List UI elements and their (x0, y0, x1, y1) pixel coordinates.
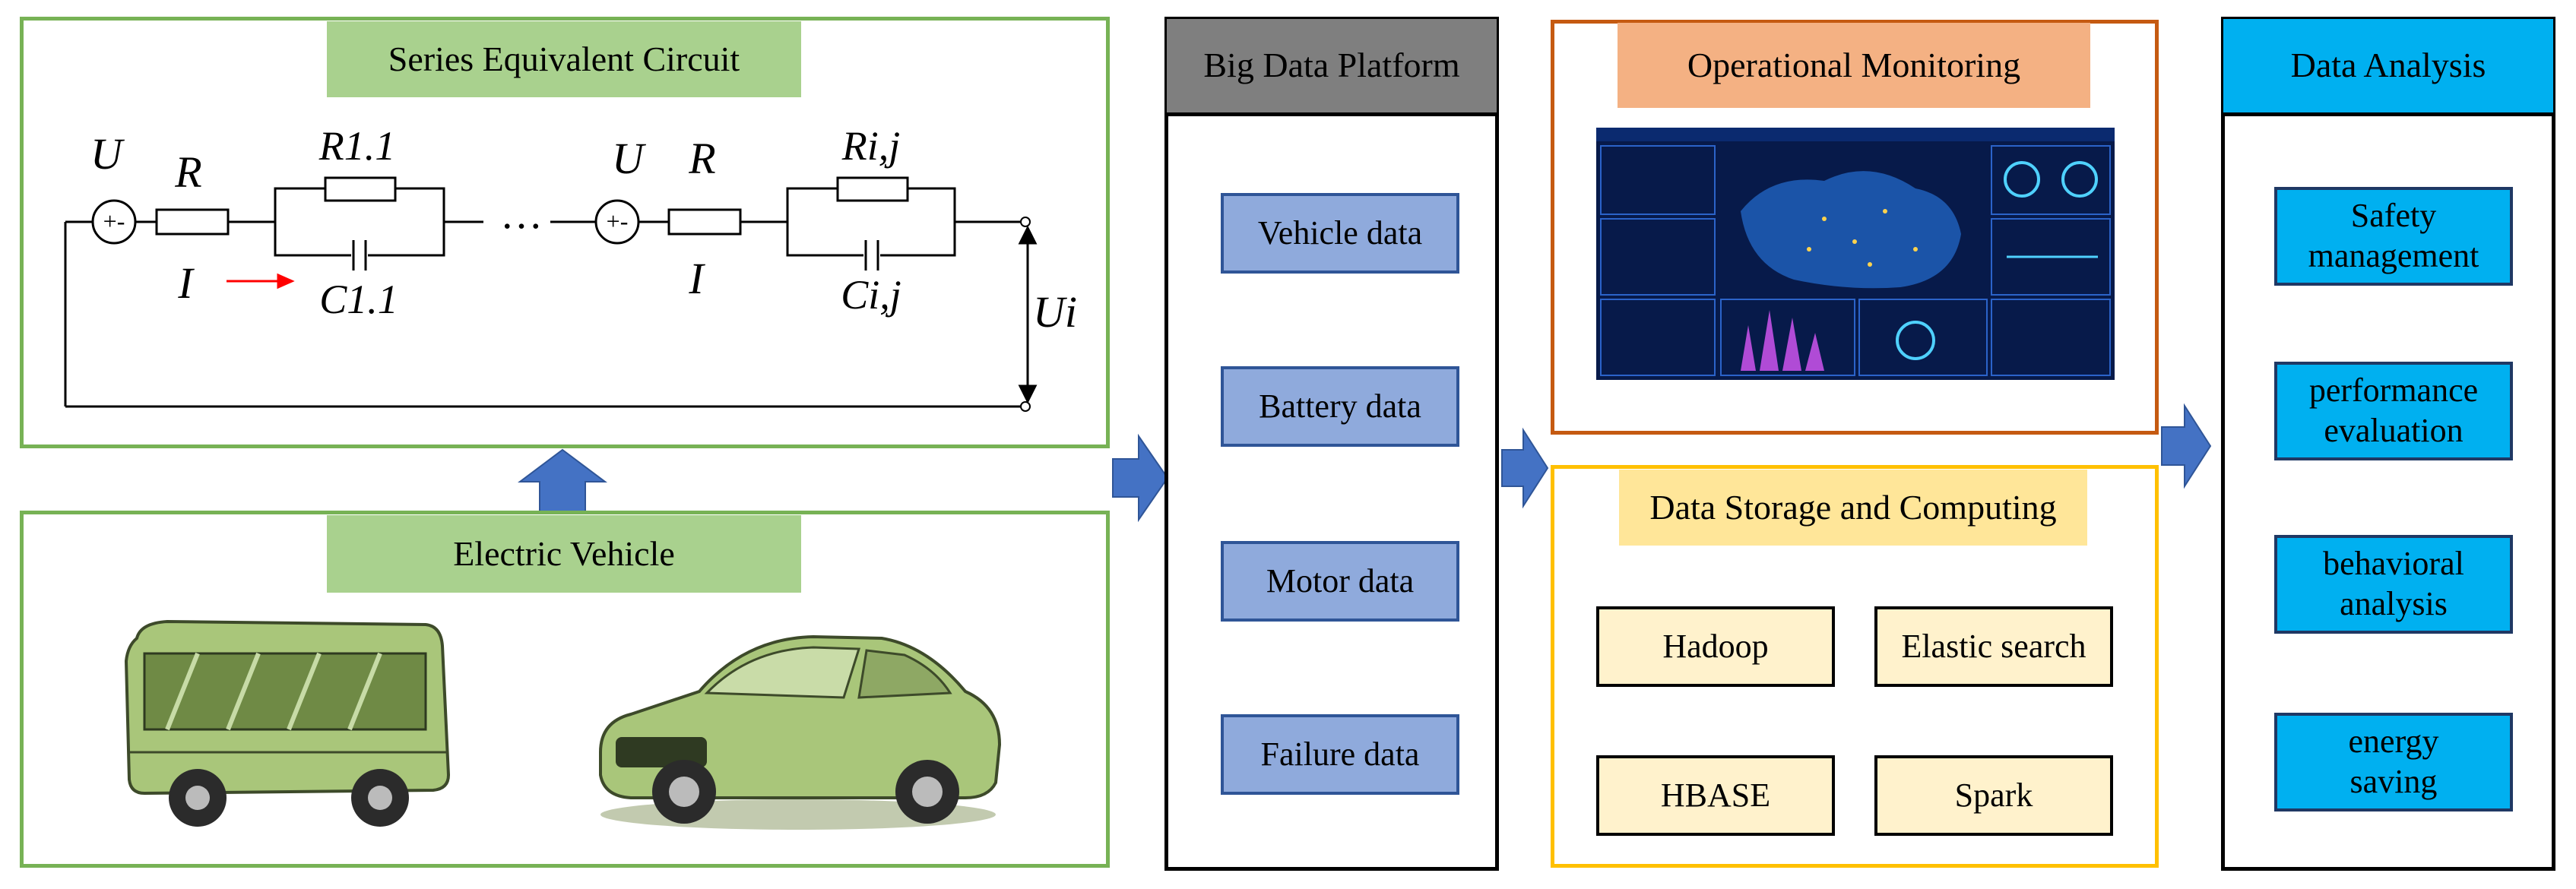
platform-panel (1164, 17, 1499, 871)
vehicle-panel (20, 511, 1110, 868)
voltage-source-2 (594, 199, 640, 245)
storage-item-hbase: HBASE (1596, 755, 1835, 836)
label-R11: R1.1 (318, 123, 396, 169)
analysis-title: Data Analysis (2223, 19, 2553, 116)
analysis-panel (2221, 17, 2555, 871)
monitoring-panel (1551, 20, 2159, 435)
label-R2: R (688, 134, 715, 183)
storage-title: Data Storage and Computing (1619, 470, 2087, 546)
circuit-panel (20, 17, 1110, 448)
resistor-R2 (667, 208, 742, 236)
resistor-Rij (836, 176, 909, 202)
analysis-item-behavioral: behavioral analysis (2274, 535, 2513, 634)
circuit-title: Series Equivalent Circuit (327, 21, 801, 97)
ellipsis: … (500, 191, 543, 238)
storage-item-hadoop: Hadoop (1596, 606, 1835, 687)
analysis-item-performance: performance evaluation (2274, 362, 2513, 460)
car-image (599, 634, 1002, 830)
label-R1: R (174, 147, 201, 197)
platform-item-vehicle: Vehicle data (1221, 193, 1459, 274)
analysis-item-safety: Safety management (2274, 187, 2513, 286)
platform-item-failure: Failure data (1221, 714, 1459, 795)
monitoring-title: Operational Monitoring (1618, 23, 2090, 108)
label-Ui: Ui (1033, 287, 1077, 337)
vehicle-title: Electric Vehicle (327, 515, 801, 593)
resistor-R (155, 208, 230, 236)
up-arrow (518, 448, 607, 512)
voltage-source-1 (91, 199, 137, 245)
right-arrow-2 (1501, 427, 1549, 509)
platform-item-motor: Motor data (1221, 541, 1459, 622)
label-U1: U (90, 129, 125, 179)
storage-item-elastic-search: Elastic search (1874, 606, 2113, 687)
storage-item-spark: Spark (1874, 755, 2113, 836)
svg-text:+-: +- (103, 207, 125, 235)
analysis-item-energy: energy saving (2274, 713, 2513, 811)
bus-image (124, 619, 451, 827)
svg-text:+-: +- (607, 207, 629, 235)
circuit-diagram: +- +- U R I R1.1 C1.1 U R I Ri,j Ci,j Ui… (64, 123, 1077, 412)
right-arrow-1 (1112, 433, 1169, 523)
dashboard-image (1596, 128, 2115, 380)
label-I2: I (688, 254, 705, 303)
resistor-R11 (324, 176, 397, 202)
platform-item-battery: Battery data (1221, 366, 1459, 447)
label-Rij: Ri,j (841, 123, 901, 169)
label-U2: U (612, 134, 647, 183)
label-I1: I (177, 258, 195, 308)
label-Cij: Ci,j (841, 272, 901, 318)
storage-panel (1551, 465, 2159, 868)
platform-title: Big Data Platform (1167, 19, 1497, 116)
label-C11: C1.1 (319, 277, 398, 322)
right-arrow-3 (2161, 403, 2212, 489)
